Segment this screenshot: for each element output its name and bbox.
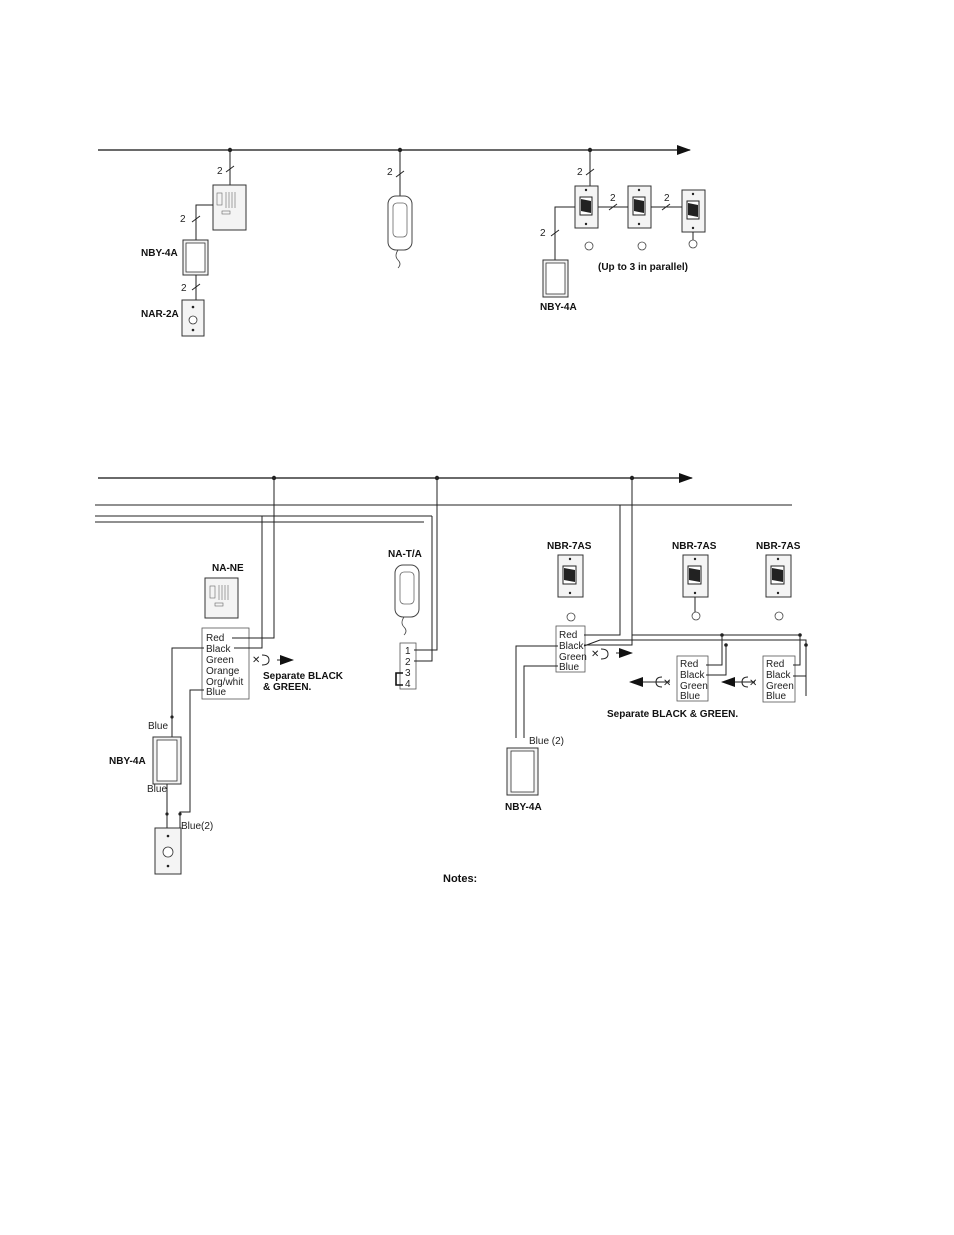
nbr-terminal-2: Green (680, 681, 708, 692)
wire-count: 2 (181, 283, 187, 294)
wire-count: 2 (577, 167, 583, 178)
nbr7as-label-2: NBR-7AS (672, 541, 717, 552)
svg-text:✕: ✕ (591, 649, 599, 660)
nbr-7as-switch-2 (627, 185, 652, 251)
nby-4a-left-unit (152, 736, 182, 785)
nby-4a-right-unit (506, 747, 539, 796)
nbr-terminal-box-3 (762, 655, 796, 703)
wire-count: 2 (610, 193, 616, 204)
nby-4a-label-right: NBY-4A (505, 802, 542, 813)
wire-label-blue: Blue (147, 784, 167, 795)
wire-label-blue2-right: Blue (2) (529, 736, 564, 747)
wire-count: 2 (540, 228, 546, 239)
nata-label: NA-T/A (388, 549, 422, 560)
wire-nata-2 (414, 516, 433, 662)
diagram-1: 2 2 NBY-4A 2 NAR-2A 2 (98, 145, 706, 337)
nane-terminal: Red (206, 633, 224, 644)
wire-nbr-main-to-3 (632, 634, 801, 666)
wire-count: 2 (217, 166, 223, 177)
nbr-terminal-2: Red (680, 659, 698, 670)
nby-4a-box (182, 239, 209, 276)
separate-icon-nbr2: ✕ (629, 676, 671, 689)
separate-black-green-icon-right: ✕ (591, 648, 633, 660)
nata-terminal: 1 (405, 646, 411, 657)
wire-nbr-black (584, 505, 621, 636)
up-to-3-label: (Up to 3 in parallel) (598, 262, 688, 273)
wire-label-blue2: Blue(2) (181, 821, 213, 832)
diagram-2: NA-NE Red Black Green Orange Org/whit Bl… (95, 473, 808, 885)
wire-nbr-to-nby4a (554, 206, 575, 260)
svg-text:✕: ✕ (252, 655, 260, 666)
nbr-main-terminal-box (555, 625, 586, 673)
nbr-7as-unit-3 (765, 554, 792, 621)
svg-text:✕: ✕ (749, 678, 757, 689)
wire-count: 2 (180, 214, 186, 225)
wire-nane-to-nby4a (171, 647, 204, 738)
nane-terminal-box (201, 627, 250, 700)
separate-note-left-2: & GREEN. (263, 682, 312, 693)
separate-note-right: Separate BLACK & GREEN. (607, 709, 738, 720)
wire-nbr-blue (523, 665, 558, 738)
wire-nata-1 (414, 478, 438, 651)
na-ne-unit (204, 577, 239, 619)
nata-terminal: 4 (405, 679, 411, 690)
nbr-terminal-box-2 (676, 655, 709, 702)
nby-4a-label-left: NBY-4A (109, 756, 146, 767)
door-station-unit (154, 827, 182, 875)
svg-text:✕: ✕ (663, 678, 671, 689)
wire-nbr2-red (706, 635, 723, 666)
wire-nbr-blue-2 (515, 645, 558, 738)
notes-heading: Notes: (443, 873, 477, 885)
nane-terminal: Blue (206, 687, 226, 698)
nar-2a-label: NAR-2A (141, 309, 179, 320)
nbr7as-label-3: NBR-7AS (756, 541, 801, 552)
wire-nane-blue (179, 689, 204, 828)
nbr-main-terminal: Red (559, 630, 577, 641)
nbr-terminal-3: Green (766, 681, 794, 692)
nata-terminal: 3 (405, 668, 411, 679)
wire-count: 2 (387, 167, 393, 178)
nby-4a-label-right: NBY-4A (540, 302, 577, 313)
nbr-terminal-3: Black (766, 670, 791, 681)
na-ne-master-station (212, 184, 247, 231)
nane-terminal: Org/whit (206, 677, 243, 688)
nbr-main-terminal: Blue (559, 662, 579, 673)
black-wire-nane (234, 516, 263, 649)
handset-station (387, 195, 413, 269)
nane-terminal: Orange (206, 666, 240, 677)
jumper-3-4 (395, 672, 403, 686)
nbr-terminal-3: Blue (766, 691, 786, 702)
nbr-7as-unit-1 (557, 554, 584, 622)
wire-count: 2 (664, 193, 670, 204)
nbr-7as-switch-1 (574, 185, 599, 251)
nata-terminal: 2 (405, 657, 411, 668)
wire-nbr-red (584, 478, 633, 646)
separate-black-green-icon-left: ✕ (252, 654, 294, 666)
nbr-main-terminal: Green (559, 652, 587, 663)
nar-2a-door-station (181, 299, 205, 337)
nbr-terminal-2: Blue (680, 691, 700, 702)
red-wire-nane (232, 478, 275, 639)
nane-terminal: Black (206, 644, 231, 655)
separate-icon-nbr3: ✕ (721, 676, 757, 689)
nane-label: NA-NE (212, 563, 244, 574)
nby-4a-label: NBY-4A (141, 248, 178, 259)
na-t-a-handset (394, 564, 420, 636)
separate-note-left-1: Separate BLACK (263, 671, 344, 682)
nbr-terminal-2: Black (680, 670, 705, 681)
wire-label-blue: Blue (148, 721, 168, 732)
wire-nbr2-blue (706, 645, 727, 676)
nane-terminal: Green (206, 655, 234, 666)
nbr-7as-unit-2 (682, 554, 709, 621)
nbr-7as-switch-3 (681, 189, 706, 249)
nbr7as-label-1: NBR-7AS (547, 541, 592, 552)
wire-nane-to-nby4a (195, 204, 213, 240)
nbr-main-terminal: Black (559, 641, 584, 652)
nata-terminal-box (399, 642, 417, 690)
wire-nbr3-blue (793, 645, 807, 677)
nby-4a-box-right (542, 259, 569, 298)
nbr-terminal-3: Red (766, 659, 784, 670)
